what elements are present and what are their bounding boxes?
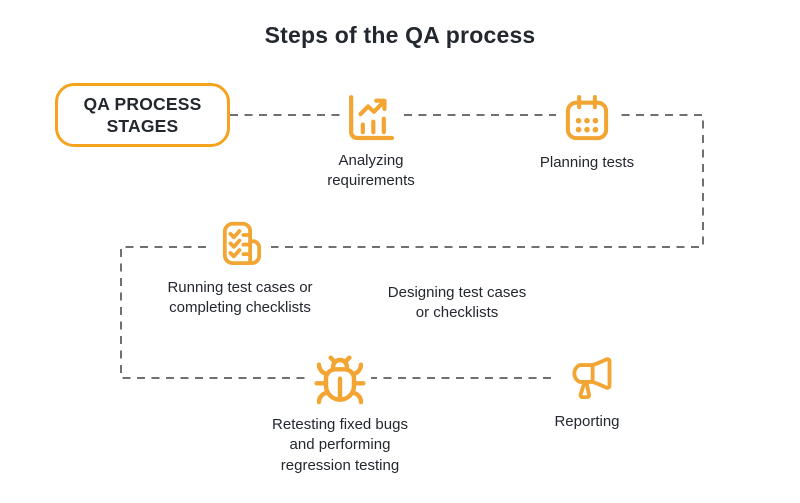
- calendar-icon: [556, 88, 618, 150]
- stage-running-test-cases: Running test cases or completing checkli…: [140, 213, 340, 319]
- stage-reporting: Reporting: [512, 347, 662, 432]
- stage-label: Planning tests: [539, 154, 635, 171]
- megaphone-icon: [556, 347, 618, 409]
- stage-label: Running test cases or completing checkli…: [167, 279, 313, 317]
- stage-label: Analyzing requirements: [327, 152, 415, 190]
- stage-label: Retesting fixed bugs and performing regr…: [272, 416, 408, 474]
- stage-designing-test-cases: Designing test cases or checklists: [357, 280, 557, 324]
- stage-retesting-fixed-bugs: Retesting fixed bugs and performing regr…: [245, 350, 435, 476]
- checklist-document-icon: [209, 213, 271, 275]
- stage-label: Reporting: [554, 413, 620, 430]
- stage-planning-tests: Planning tests: [512, 88, 662, 173]
- stage-analyzing-requirements: Analyzing requirements: [296, 86, 446, 192]
- bug-icon: [309, 350, 371, 412]
- page-title: Steps of the QA process: [264, 22, 536, 48]
- start-box-qa-process-stages: QA PROCESS STAGES: [55, 83, 230, 147]
- bar-chart-trend-icon: [340, 86, 402, 148]
- stage-label: Designing test cases or checklists: [387, 284, 527, 322]
